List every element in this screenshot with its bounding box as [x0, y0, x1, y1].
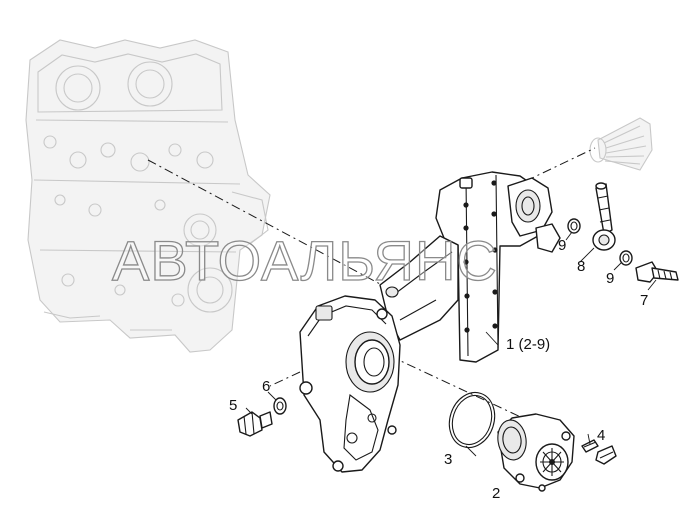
callout-part-2: 2 [492, 485, 500, 502]
callout-part-5: 5 [229, 397, 237, 414]
callout-part-9-lower: 9 [606, 270, 614, 287]
gasket-ring [448, 391, 496, 449]
callout-part-8: 8 [577, 258, 585, 275]
front-cover-housing [299, 171, 561, 473]
sealing-rings [567, 218, 633, 266]
callout-part-1: 1 (2-9) [506, 336, 550, 353]
leader-lines [245, 231, 657, 457]
watermark-text: АВТОАЛЬЯНС [112, 229, 498, 292]
callout-part-4: 4 [597, 427, 605, 444]
pulley-ghost [589, 117, 653, 171]
banjo-bolt [635, 261, 679, 283]
water-pump [497, 413, 575, 492]
bolts [581, 439, 617, 465]
callout-part-6: 6 [262, 378, 270, 395]
sealing-washer [273, 397, 287, 415]
callout-labels: 1 (2-9) 2 3 4 5 6 7 8 9 9 [229, 237, 648, 502]
callout-part-9-upper: 9 [558, 237, 566, 254]
callout-part-3: 3 [444, 451, 452, 468]
drain-plug [237, 411, 273, 437]
banjo-fitting [592, 182, 616, 251]
engine-block-ghost [25, 39, 271, 353]
callout-part-7: 7 [640, 292, 648, 309]
